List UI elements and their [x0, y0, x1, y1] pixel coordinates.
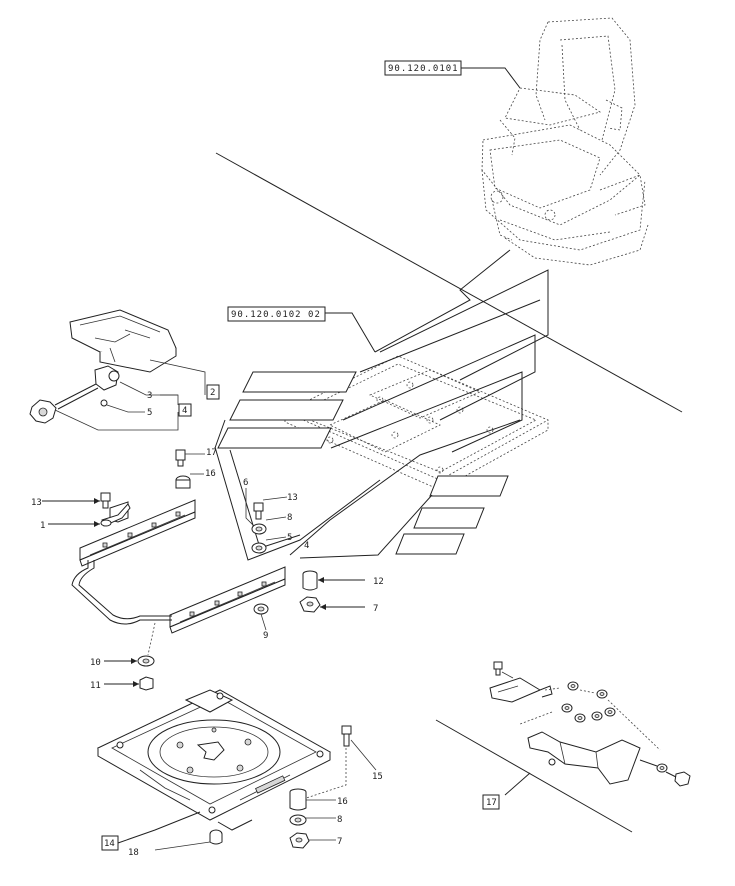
separator-line [215, 152, 683, 413]
washer-8-bottom [289, 814, 336, 826]
callout-7-bottom: 7 [337, 837, 342, 847]
callout-10: 10 [90, 658, 101, 668]
fastener-13-mid [253, 496, 288, 520]
callout-12: 12 [373, 577, 384, 587]
nut-7-bottom [289, 832, 336, 849]
group-box-2[interactable]: 2 [206, 384, 220, 400]
callout-6: 6 [243, 478, 248, 488]
callout-13-left: 13 [31, 498, 42, 508]
swivel-base-plate [96, 689, 332, 821]
bolt-11 [104, 676, 154, 691]
callout-15: 15 [372, 772, 383, 782]
seat-assembly-outline [481, 17, 649, 266]
callout-5-mid: 5 [287, 533, 292, 543]
spacer-16 [289, 788, 336, 811]
callout-17-top: 17 [206, 448, 217, 458]
washer-8-mid [251, 516, 287, 535]
seat-belt-kit [435, 661, 691, 833]
group-box-17[interactable]: 17 [482, 794, 500, 810]
fastener-16-a [175, 473, 204, 489]
release-bar [71, 560, 172, 625]
bracket-1 [48, 503, 131, 527]
seat-mount-ref[interactable]: 90.120.0102 02 [227, 306, 376, 353]
callout-3: 3 [147, 391, 152, 401]
fastener-13-left [42, 492, 111, 509]
slide-rail-right [169, 566, 286, 634]
knob-leaders [54, 359, 206, 431]
adjuster-cover [69, 309, 177, 373]
fastener-17-a [175, 449, 205, 467]
mount-panels [214, 269, 549, 561]
leader-18 [154, 841, 211, 851]
spacer-12 [302, 570, 365, 591]
svg-text:14: 14 [104, 839, 115, 849]
callout-11: 11 [90, 681, 101, 691]
swivel-lever [209, 819, 253, 845]
callout-18: 18 [128, 848, 139, 858]
bolt-15 [341, 725, 377, 771]
nut-7-mid [299, 596, 365, 613]
seat-assembly-ref[interactable]: 90.120.0101 [384, 60, 521, 89]
adjuster-knob [29, 365, 120, 424]
callout-13-mid: 13 [287, 493, 298, 503]
nut-5-mid [251, 536, 287, 554]
callout-8-mid: 8 [287, 513, 292, 523]
callout-7-mid: 7 [373, 604, 378, 614]
group-box-4[interactable]: 4 [178, 403, 192, 417]
group-box-14[interactable]: 14 [101, 811, 201, 851]
callout-9: 9 [263, 631, 268, 641]
washer-10 [104, 655, 155, 667]
svg-text:17: 17 [486, 798, 497, 808]
callout-8-bottom: 8 [337, 815, 342, 825]
svg-text:4: 4 [182, 406, 187, 416]
ref-code-seat-assembly: 90.120.0101 [388, 64, 459, 74]
ref-code-seat-mount: 90.120.0102 02 [231, 310, 321, 320]
callout-5: 5 [147, 408, 152, 418]
svg-text:2: 2 [210, 388, 215, 398]
callout-4: 4 [304, 541, 309, 551]
callout-16-top: 16 [205, 469, 216, 479]
zigzag-leader [374, 249, 511, 353]
callout-1: 1 [40, 521, 45, 531]
washer-9 [253, 603, 269, 631]
seat-mount-outline [284, 355, 549, 491]
callout-16-bottom: 16 [337, 797, 348, 807]
slide-rail-left [79, 499, 196, 567]
